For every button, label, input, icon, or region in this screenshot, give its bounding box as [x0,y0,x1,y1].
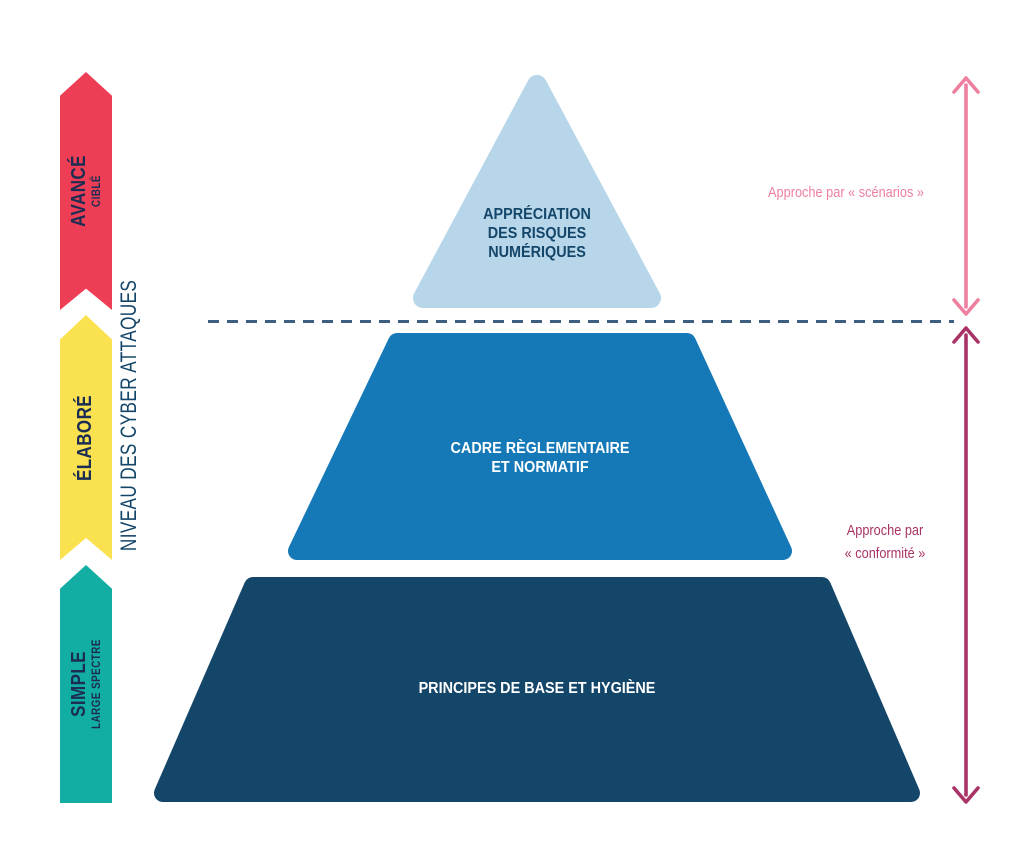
trapezoid-shape [288,333,792,560]
annotation-line: Approche par [846,522,924,539]
annotation-line: Approche par « scénarios » [768,184,924,201]
pyramid-tier-appreciation [413,75,661,308]
level-chevron-avance: AVANCÉ CIBLÉ [60,72,112,310]
conformity-range-arrow [952,326,980,804]
tier-label-cadre: CADRE RÈGLEMENTAIRE ET NORMATIF [286,439,794,477]
level-title: AVANCÉ [67,155,90,227]
tier-label-line: APPRÉCIATION [483,206,591,223]
tier-label-appreciation: APPRÉCIATION DES RISQUES NUMÉRIQUES [412,205,662,262]
pyramid-tier-principes [154,577,920,802]
level-label-avance: AVANCÉ CIBLÉ [67,81,103,301]
scenarios-range-arrow [952,76,980,316]
dashed-divider [208,320,954,323]
tier-label-principes: PRINCIPES DE BASE ET HYGIÈNE [152,679,922,698]
annotation-line: « conformité » [844,545,926,562]
level-chevron-elabore: ÉLABORÉ [60,315,112,560]
trapezoid-shape [154,577,920,802]
arrow-head-up-icon [952,76,980,94]
axis-title-text: NIVEAU DES CYBER ATTAQUES [116,279,141,552]
level-label-elabore: ÉLABORÉ [74,328,97,548]
level-chevron-simple: SIMPLE LARGE SPECTRE [60,565,112,803]
level-subtitle: LARGE SPECTRE [90,639,103,729]
arrow-head-down-icon [952,298,980,316]
arrow-head-down-icon [952,786,980,804]
tier-label-line: DES RISQUES [487,225,587,242]
tier-label-line: ET NORMATIF [491,459,589,476]
tier-label-line: NUMÉRIQUES [488,244,586,261]
arrow-head-up-icon [952,326,980,344]
scenarios-approach-label: Approche par « scénarios » [736,181,956,204]
level-title: ÉLABORÉ [74,394,96,481]
level-subtitle: CIBLÉ [90,175,103,207]
conformity-approach-label: Approche par « conformité » [785,519,985,565]
level-title: SIMPLE [67,651,90,717]
triangle-shape [413,75,661,308]
axis-title: NIVEAU DES CYBER ATTAQUES [116,279,142,581]
level-label-simple: SIMPLE LARGE SPECTRE [67,574,103,794]
pyramid-tier-cadre [288,333,792,560]
tier-label-line: CADRE RÈGLEMENTAIRE [450,440,630,457]
tier-label-line: PRINCIPES DE BASE ET HYGIÈNE [418,680,656,697]
